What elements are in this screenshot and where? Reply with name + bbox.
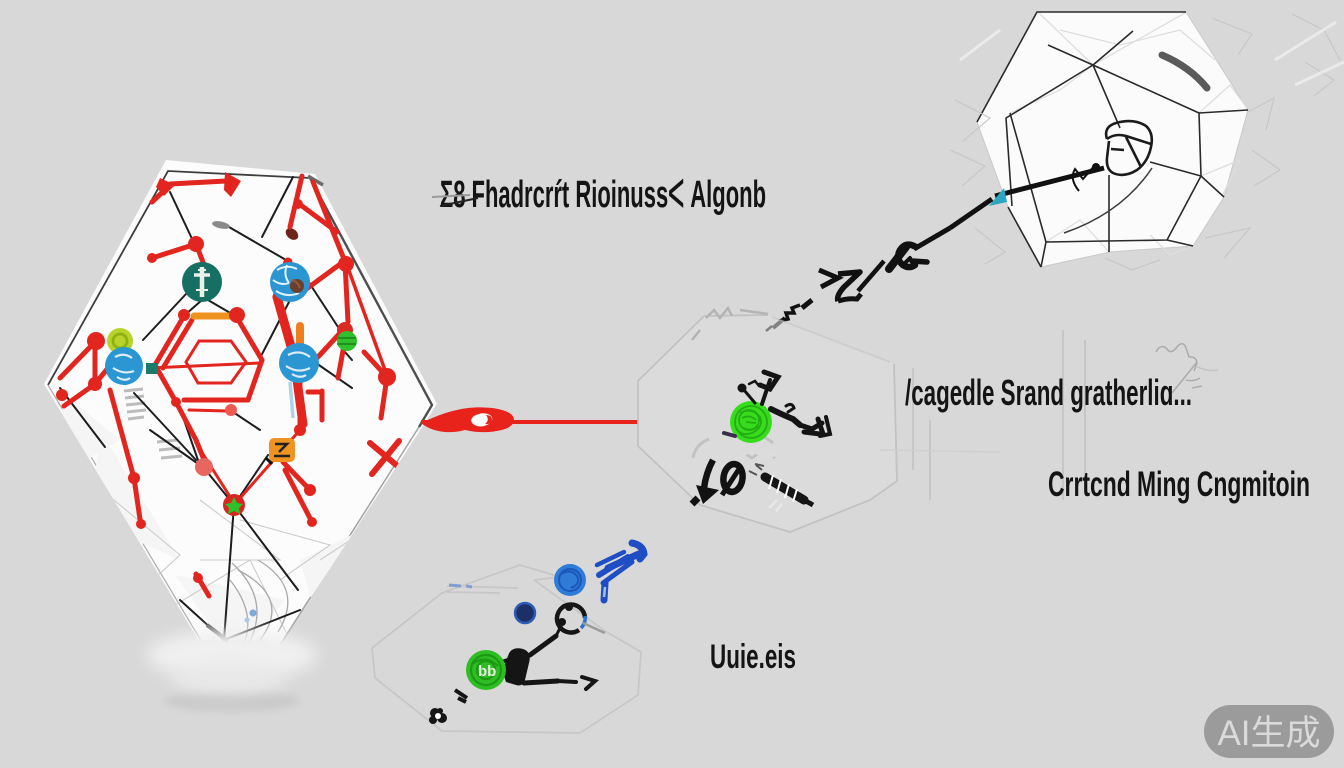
svg-text:/cagedle Srand gratherliɑ...: /cagedle Srand gratherliɑ...: [905, 372, 1192, 413]
svg-text:Crrtcnd Ming Cngmitoin: Crrtcnd Ming Cngmitoin: [1048, 465, 1310, 504]
svg-text:AI生成: AI生成: [1217, 714, 1320, 753]
svg-text:Σ8 Fhadrcrŕt Rioinussᐸ Algonb: Σ8 Fhadrcrŕt Rioinussᐸ Algonb: [440, 174, 766, 216]
svg-text:Uuie.eis: Uuie.eis: [710, 638, 796, 676]
svg-text:bb: bb: [478, 663, 496, 680]
